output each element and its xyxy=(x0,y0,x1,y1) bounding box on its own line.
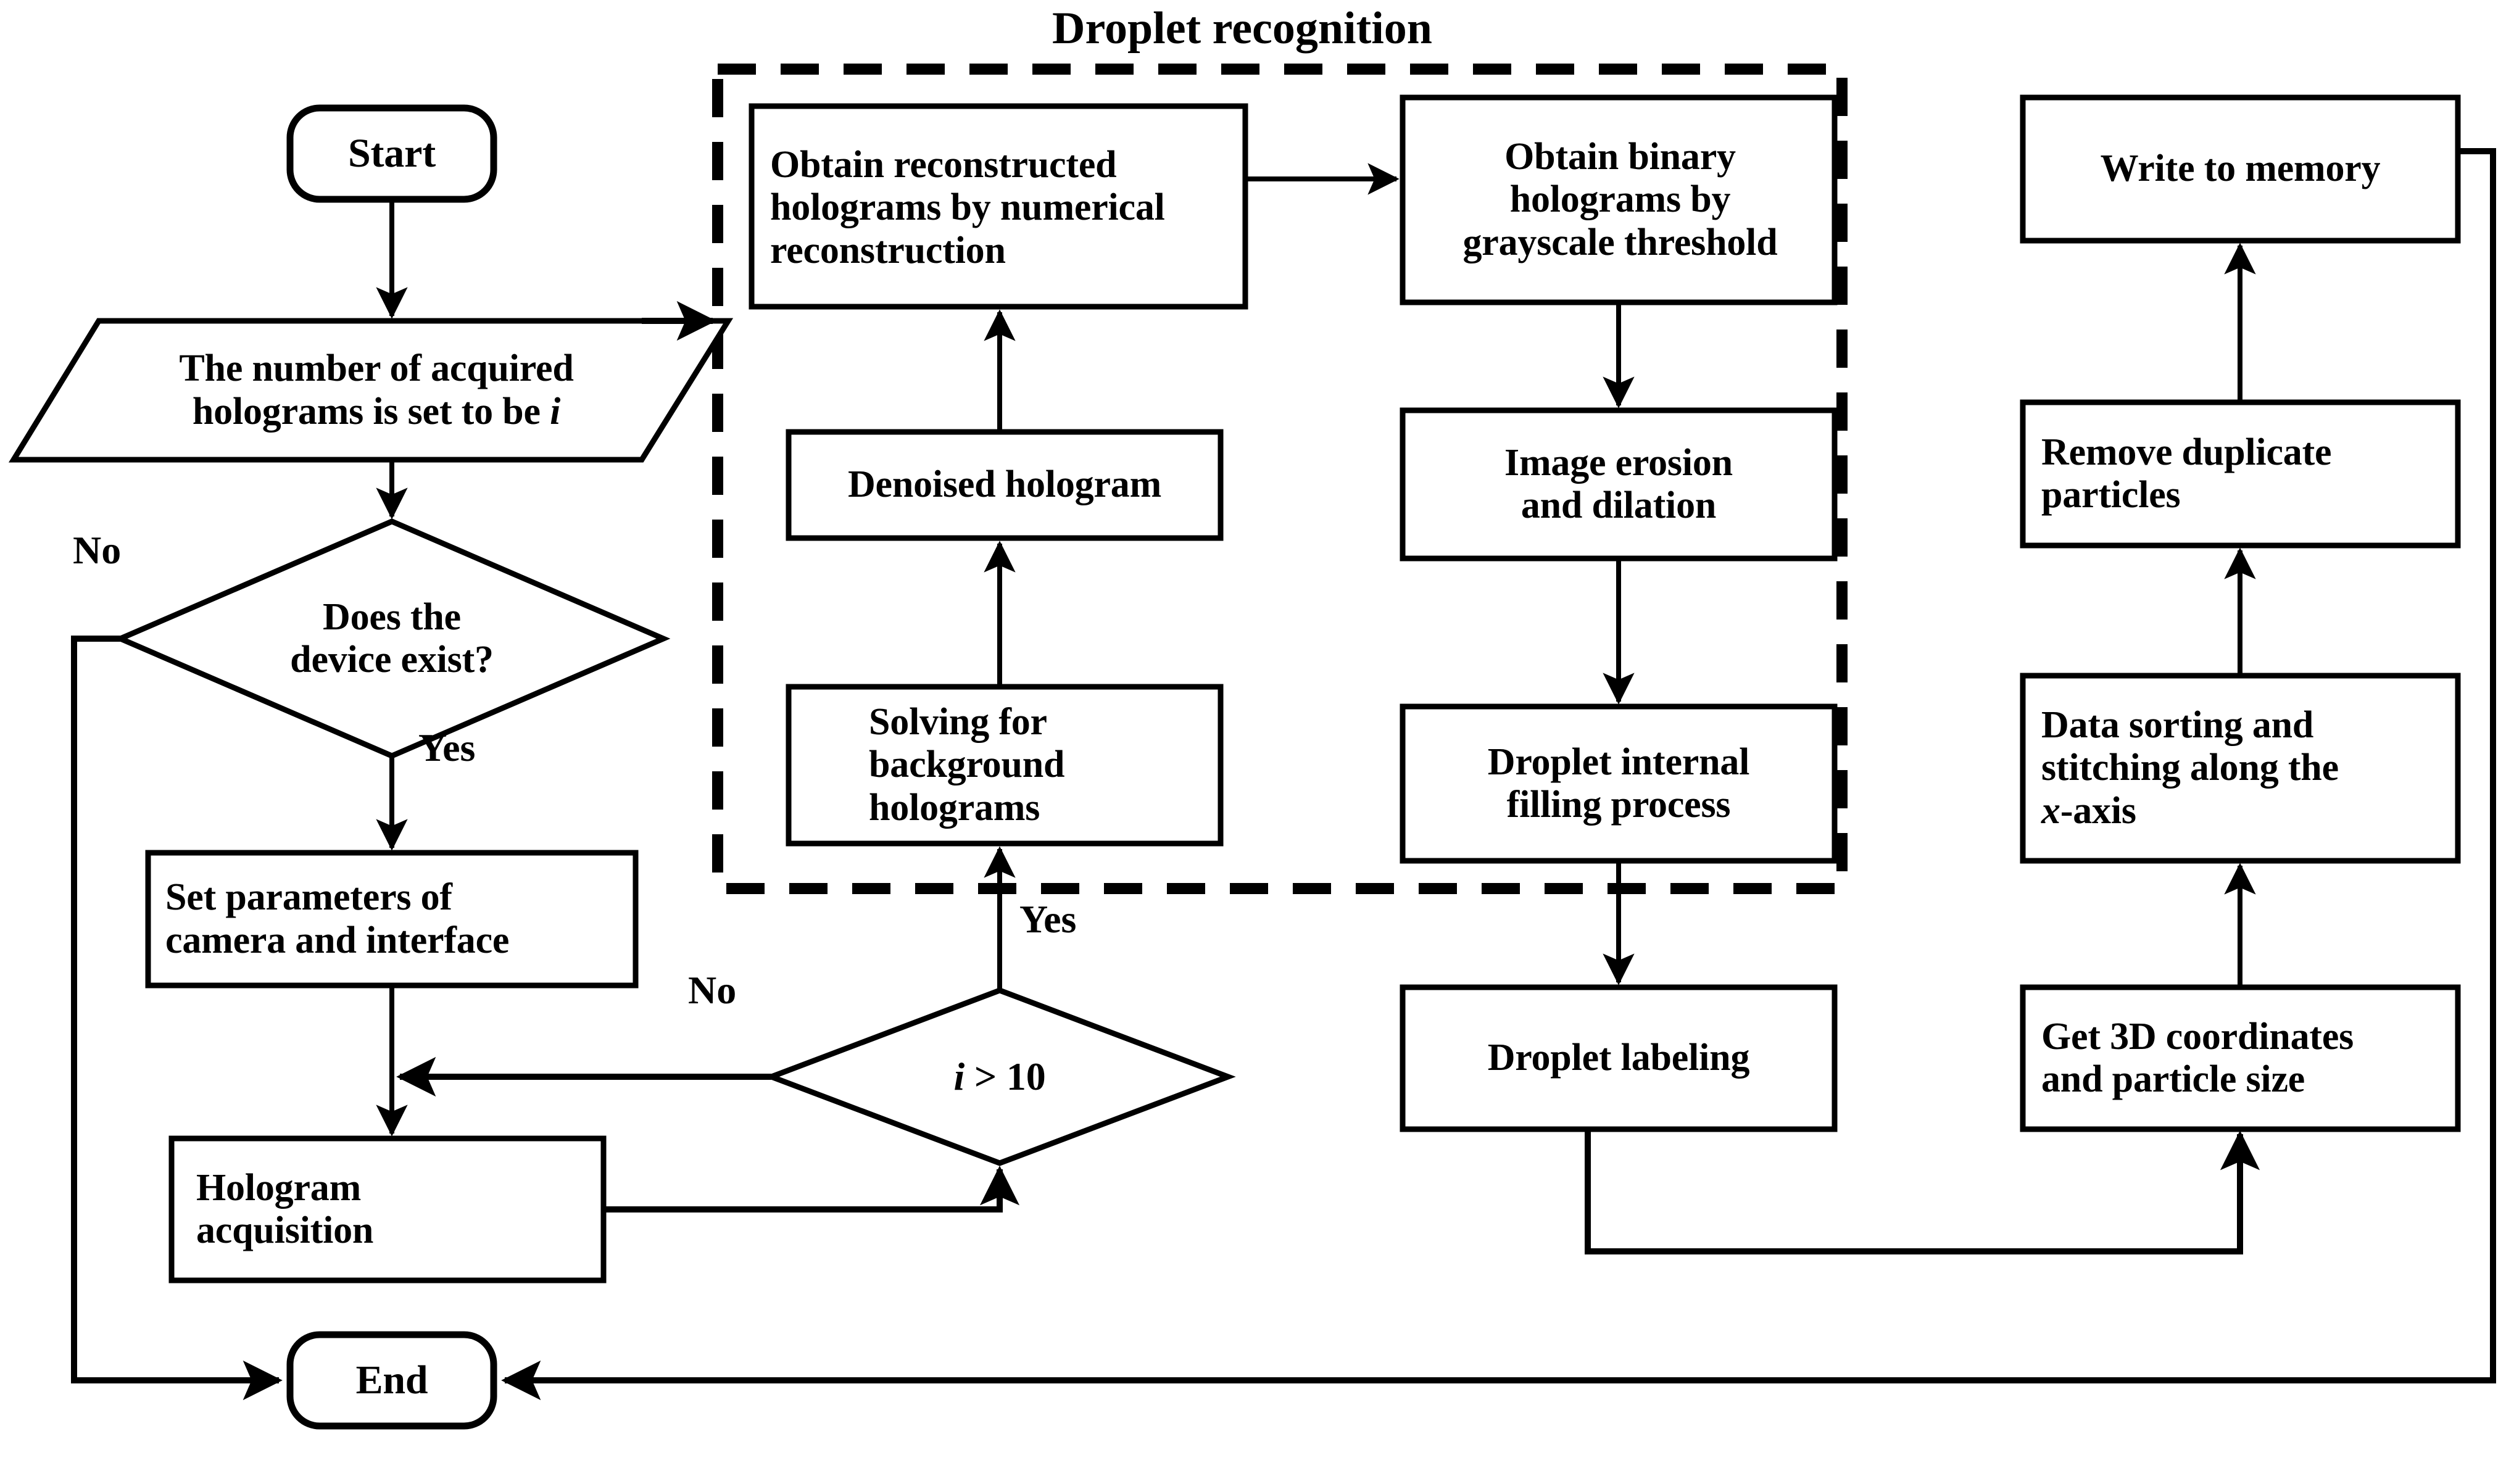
node-erosion-shape[interactable] xyxy=(1400,407,1838,562)
node-end-shape[interactable] xyxy=(286,1331,497,1430)
node-denoised-shape[interactable] xyxy=(786,429,1224,541)
droplet-recognition-group-box xyxy=(712,64,1848,894)
edge-device-exist-no-to-end xyxy=(71,636,283,1401)
node-labeling-shape[interactable] xyxy=(1400,984,1838,1132)
droplet-recognition-title: Droplet recognition xyxy=(1052,3,1432,54)
node-remove-dup-shape[interactable] xyxy=(2020,399,2461,549)
node-i-gt-10-shape[interactable] xyxy=(763,987,1236,1166)
node-start-shape[interactable] xyxy=(286,104,497,203)
node-obtain-recon-shape[interactable] xyxy=(749,103,1248,310)
edge-label-device-no: No xyxy=(73,528,122,572)
node-sorting-shape[interactable] xyxy=(2020,673,2461,864)
node-write-mem-shape[interactable] xyxy=(2020,94,2461,244)
edge-holo-acq-to-i-gt-10 xyxy=(604,1166,1020,1212)
node-solve-bg-shape[interactable] xyxy=(786,684,1224,847)
node-obtain-binary-shape[interactable] xyxy=(1400,94,1838,305)
node-set-count-shape[interactable] xyxy=(8,318,734,463)
node-filling-shape[interactable] xyxy=(1400,703,1838,864)
edge-label-loop-yes: Yes xyxy=(1019,897,1077,941)
edge-label-loop-no: No xyxy=(688,968,737,1012)
edge-label-device-yes: Yes xyxy=(418,726,476,769)
edge-labeling-to-get3d xyxy=(1585,1129,2260,1254)
node-device-exist-shape[interactable] xyxy=(113,518,671,759)
edge-write-mem-to-end xyxy=(501,148,2496,1401)
node-holo-acq-shape[interactable] xyxy=(168,1135,607,1283)
node-set-params-shape[interactable] xyxy=(145,850,639,989)
node-get3d-shape[interactable] xyxy=(2020,984,2461,1132)
